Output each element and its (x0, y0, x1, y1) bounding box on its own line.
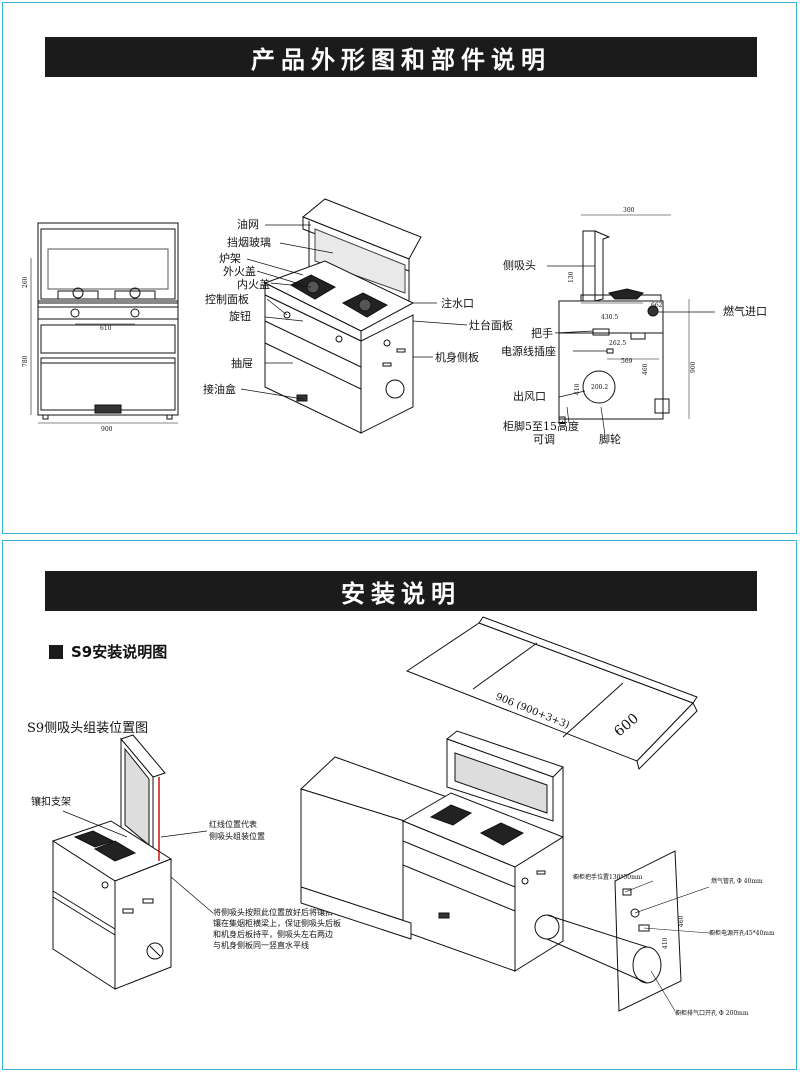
label-air-outlet: 出风口 (513, 389, 546, 403)
label-water-inlet: 注水口 (441, 296, 474, 310)
label-power-socket: 电源线插座 (501, 344, 556, 358)
label-gas-inlet: 燃气进口 (723, 304, 767, 318)
section2-title: 安装说明 (45, 571, 757, 611)
note-power-hole: 橱柜电源开孔45*40mm (709, 929, 775, 937)
label-side-hood: 侧吸头 (503, 259, 536, 272)
product-drawings: 260 780 610 900 (22, 198, 767, 446)
red-line-note-1: 红线位置代表 (209, 819, 257, 829)
label-glass: 挡烟玻璃 (227, 235, 271, 249)
note-gas-hole: 燃气管孔 Φ 40mm (711, 877, 763, 885)
dim-side-d4: 262.5 (609, 340, 626, 347)
cabinet-leaders (624, 880, 710, 1012)
label-feet-adjustable: 可调 (533, 433, 555, 446)
label-outer-cap: 外火盖 (223, 264, 256, 278)
part-leaders (240, 224, 468, 400)
dim-side-d3: 662 (651, 302, 663, 309)
dim-side-d8: 410 (574, 383, 581, 395)
label-stove-rack: 炉架 (219, 252, 241, 265)
front-view-drawing (30, 222, 179, 424)
side-view-drawing (558, 214, 690, 424)
countertop-drawing (405, 616, 698, 770)
label-oil-box: 接油盒 (203, 382, 236, 396)
install-subtitle-text: S9安装说明图 (71, 643, 168, 661)
dim-side-top: 300 (623, 207, 635, 214)
install-note-4: 与机身侧板同一竖直水平线 (213, 940, 309, 950)
side-hood-diagram-title: S9侧吸头组装位置图 (27, 721, 149, 736)
label-drawer: 抽屉 (231, 356, 253, 370)
dim-front-width: 900 (101, 426, 113, 433)
dim-front-top: 260 (22, 276, 29, 288)
label-oil-net: 油网 (237, 217, 259, 231)
cabinet-installation-drawing (300, 730, 682, 1012)
dim-side-d2: 430.5 (601, 314, 618, 321)
side-hood-assembly-drawing (51, 734, 173, 990)
label-inner-cap: 内火盖 (237, 277, 270, 291)
label-side-panel: 机身侧板 (435, 350, 479, 364)
install-subtitle: S9安装说明图 (49, 641, 167, 662)
label-knob: 旋钮 (229, 309, 251, 323)
product-overview-panel: 产品外形图和部件说明 (2, 2, 797, 534)
label-bracket: 镶扣支架 (31, 795, 71, 808)
dim-side-d5: 569 (621, 358, 633, 365)
install-drawings: 镶扣支架 红线位置代表 侧吸头组装位置 将侧吸头按照此位置放好后将镶扣 镶在集烟… (31, 616, 775, 1017)
dim-front-body: 780 (22, 355, 29, 367)
red-line-note-2: 侧吸头组装位置 (209, 831, 265, 841)
note-cabinet-handle: 橱柜把手位置130*50mm (573, 873, 643, 881)
install-note-3: 和机身后板持平，侧吸头左右两边 (213, 929, 333, 939)
dim-side-d6: 900 (690, 361, 697, 373)
dim-side-d7: 460 (642, 363, 649, 375)
cabinet-dim-a: 410 (662, 937, 669, 949)
label-feet: 柜脚5至15高度 (503, 419, 579, 433)
note-exhaust-hole: 橱柜排气口开孔 Φ 200mm (675, 1009, 749, 1017)
dim-side-d9: 200.2 (591, 384, 608, 391)
label-wheel: 脚轮 (599, 432, 621, 446)
dim-side-d1: 130 (568, 271, 575, 283)
label-handle: 把手 (531, 326, 553, 340)
dim-burner-gap: 610 (100, 325, 112, 332)
cabinet-dim-b: 460 (678, 915, 685, 927)
assembly-leaders (62, 810, 214, 914)
install-note-1: 将侧吸头按照此位置放好后将镶扣 (213, 907, 333, 917)
label-control-panel: 控制面板 (205, 292, 249, 306)
side-leaders (547, 265, 715, 436)
section1-title: 产品外形图和部件说明 (45, 37, 757, 77)
perspective-view-drawing (263, 198, 422, 434)
label-stove-panel: 灶台面板 (469, 318, 513, 332)
square-bullet-icon (49, 644, 63, 659)
installation-panel: 安装说明 S9安装说明图 S9侧吸头组装位置图 (2, 540, 797, 1070)
install-note-2: 镶在集烟柜横梁上，保证侧吸头后板 (213, 918, 341, 928)
